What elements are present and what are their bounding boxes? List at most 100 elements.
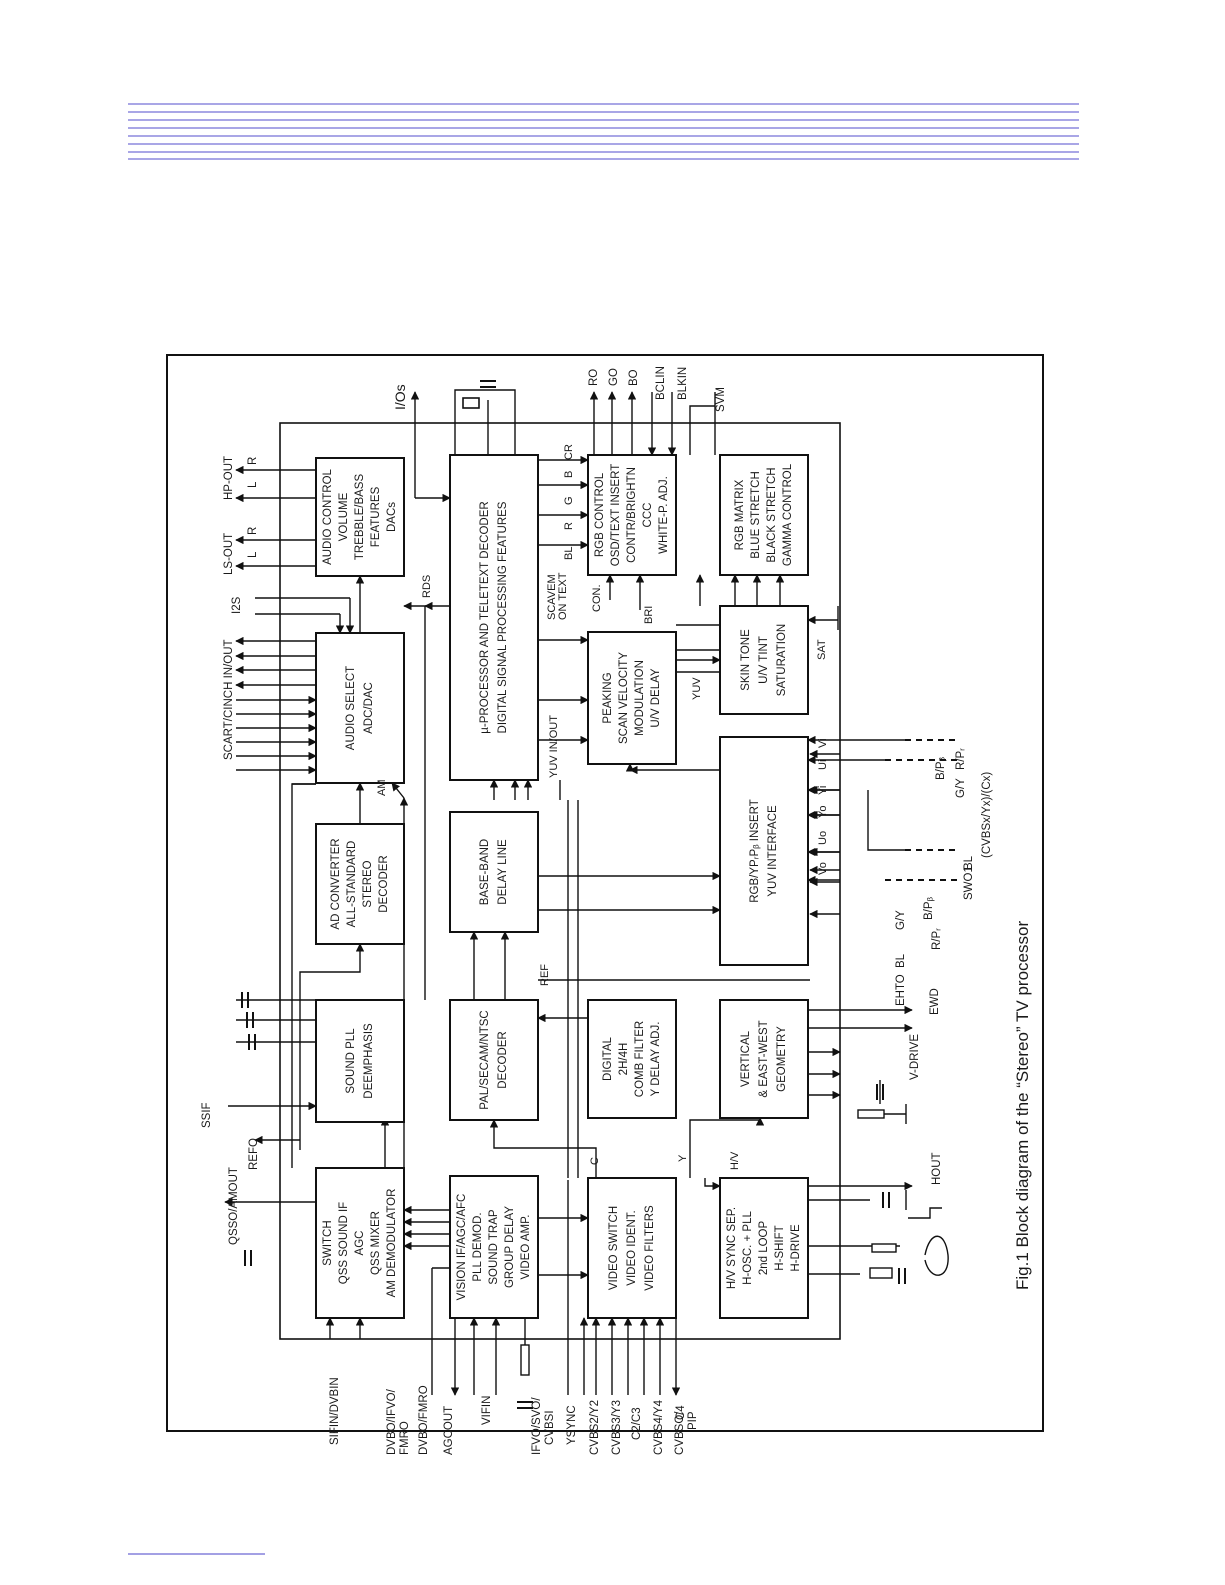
- block-skin-tone-line-1: U/V TINT: [758, 636, 770, 684]
- signal-label-18: Yi: [817, 786, 829, 795]
- signal-label-13: B: [563, 471, 575, 478]
- block-comb-filter-line-3: Y DELAY ADJ.: [650, 1022, 662, 1097]
- pin-right-10: R: [247, 457, 259, 465]
- block-baseband-delay-line-1: DELAY LINE: [497, 839, 509, 905]
- pin-right-9: L: [247, 481, 259, 488]
- pin-right-2: SSIF: [201, 1102, 213, 1128]
- signal-label-17: Yo: [817, 806, 829, 818]
- signal-label-23: H/V: [729, 1151, 741, 1170]
- block-audio-control-line-4: DACs: [386, 502, 398, 532]
- signal-label-7: CON.: [591, 585, 603, 613]
- pin-right-6: L: [247, 551, 259, 558]
- block-rgb-matrix-line-0: RGB MATRIX: [734, 479, 746, 550]
- block-ad-converter-line-3: DECODER: [378, 855, 390, 913]
- block-vision-if-line-1: PLL DEMOD.: [472, 1212, 484, 1281]
- signal-label-21: C: [589, 1157, 601, 1165]
- outer-frame: [166, 354, 1044, 1432]
- block-sound-pll-line-0: SOUND PLL: [345, 1028, 357, 1094]
- signal-label-9: SAT: [816, 639, 828, 660]
- pin-left-8: YSYNC: [566, 1405, 578, 1445]
- pin-bottom-2: EWD: [929, 988, 941, 1015]
- block-microprocessor-line-1: DIGITAL SIGNAL PROCESSING FEATURES: [497, 501, 509, 733]
- block-qss-switch-line-1: QSS SOUND IF: [338, 1202, 350, 1284]
- pin-left-9: CVBS2/Y2: [589, 1400, 601, 1455]
- signal-label-12: G: [563, 496, 575, 505]
- block-hv-sync-line-0: H/V SYNC SEP.: [726, 1207, 738, 1289]
- block-rgb-insert-line-0: RGB/YPᵣPᵦ INSERT: [749, 799, 761, 902]
- signal-label-22: Y: [677, 1154, 689, 1162]
- block-baseband-delay: BASE-BAND DELAY LINE: [449, 811, 539, 933]
- pin-top-2: GO: [608, 368, 620, 386]
- pin-bottom-6: G/Y: [895, 910, 907, 930]
- pin-top-6: SVM: [715, 387, 727, 412]
- block-qss-switch-line-4: AM DEMODULATOR: [386, 1189, 398, 1298]
- pin-left-10: CVBS3/Y3: [611, 1400, 623, 1455]
- pin-bottom-9: BL: [963, 855, 975, 870]
- signal-label-6: YUV: [691, 677, 703, 700]
- pin-bottom-8: SWO1: [963, 866, 975, 900]
- block-vertical-geometry-line-0: VERTICAL: [740, 1030, 752, 1087]
- block-skin-tone-line-0: SKIN TONE: [740, 629, 752, 691]
- block-peaking-line-1: SCAN VELOCITY: [618, 652, 630, 744]
- pin-top-3: BO: [628, 369, 640, 386]
- pin-left-2: FMRO: [399, 1421, 411, 1455]
- block-rgb-control-line-2: CONTR/BRIGHTN: [626, 467, 638, 563]
- block-audio-control-line-2: TREBBLE/BASS: [354, 474, 366, 561]
- pin-left-4: AGCOUT: [443, 1406, 455, 1455]
- block-audio-control-line-1: VOLUME: [338, 492, 350, 541]
- block-audio-select-line-1: ADC/DAC: [363, 682, 375, 734]
- signal-label-3: YUV IN/OUT: [548, 715, 560, 778]
- header-band: [128, 103, 1079, 160]
- block-pal-decoder-line-0: PAL/SECAM/NTSC: [479, 1010, 491, 1109]
- pin-bottom-0: HOUT: [931, 1152, 943, 1185]
- block-video-switch-line-2: VIDEO FILTERS: [644, 1205, 656, 1291]
- block-audio-control-line-0: AUDIO CONTROL: [322, 468, 334, 564]
- passive-components: [241, 380, 949, 1409]
- block-sound-pll: SOUND PLL DEEMPHASIS: [315, 999, 405, 1123]
- signal-label-1: AM: [376, 780, 388, 797]
- pin-bottom-11: G/Y: [955, 778, 967, 798]
- block-rgb-matrix-line-2: BLACK STRETCH: [766, 467, 778, 562]
- block-comb-filter-line-2: COMB FILTER: [634, 1021, 646, 1097]
- block-rgb-control-line-0: RGB CONTROL: [594, 472, 606, 557]
- pin-top-1: RO: [588, 369, 600, 386]
- block-rgb-insert-line-1: YUV INTERFACE: [767, 805, 779, 897]
- pin-bottom-5: R/Pᵣ: [931, 928, 943, 950]
- pin-left-0: SIFIN/DVBIN: [329, 1377, 341, 1445]
- pin-bottom-4: BL: [895, 953, 907, 968]
- pin-top-5: BLKIN: [677, 367, 689, 400]
- signal-label-2: REF: [539, 964, 551, 986]
- chip-boundary: [279, 422, 841, 1340]
- block-rgb-insert: RGB/YPᵣPᵦ INSERT YUV INTERFACE: [719, 736, 809, 966]
- pin-right-4: I2S: [231, 596, 243, 614]
- pin-right-1: REFO: [248, 1138, 260, 1170]
- footer-rule: [128, 1553, 265, 1555]
- block-baseband-delay-line-0: BASE-BAND: [479, 839, 491, 905]
- block-hv-sync-line-2: 2nd LOOP: [758, 1221, 770, 1276]
- pin-left-15: PIP: [687, 1411, 699, 1430]
- block-video-switch-line-1: VIDEO IDENT.: [626, 1210, 638, 1285]
- block-vision-if-line-4: VIDEO AMP.: [520, 1215, 532, 1280]
- pin-bottom-3: EHTO: [895, 974, 907, 1006]
- figure-caption: Fig.1 Block diagram of the “Stereo” TV p…: [1013, 921, 1032, 1290]
- pin-left-7: CVBSI: [544, 1410, 556, 1445]
- block-peaking-line-3: U/V DELAY: [650, 668, 662, 728]
- block-sound-pll-line-1: DEEMPHASIS: [363, 1023, 375, 1099]
- pin-left-13: C4: [675, 1405, 687, 1420]
- block-ad-converter-line-0: AD CONVERTER: [330, 838, 342, 929]
- block-ad-converter-line-2: STEREO: [362, 860, 374, 907]
- block-rgb-matrix-line-1: BLUE STRETCH: [750, 471, 762, 559]
- block-vision-if-line-0: VISION IF/AGC/AFC: [456, 1194, 468, 1301]
- pin-right-7: R: [247, 527, 259, 535]
- block-vision-if-line-2: SOUND TRAP: [488, 1209, 500, 1285]
